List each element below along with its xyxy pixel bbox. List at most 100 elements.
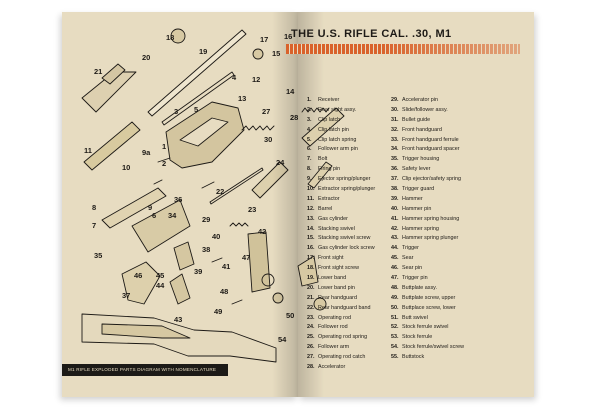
part-number: 29. — [391, 97, 399, 103]
rear-handguard-part — [81, 71, 137, 113]
list-item: 13.Gas cylinder — [307, 215, 392, 225]
part-number: 54. — [391, 344, 399, 351]
list-item: 37.Clip ejector/safety spring — [391, 175, 476, 185]
buttplate-part — [247, 231, 271, 293]
callout-label: 38 — [202, 245, 210, 254]
part-number: 30. — [391, 106, 399, 113]
list-item: 54.Stock ferrule/swivel screw — [391, 343, 476, 353]
callout-label: 40 — [212, 232, 220, 241]
part-number: 7. — [307, 156, 312, 163]
front-handguard-part — [251, 161, 289, 199]
list-item: 51.Butt swivel — [391, 314, 476, 324]
part-name: Hammer pin — [402, 205, 432, 212]
trigger-housing-part — [131, 199, 191, 253]
page-title: THE U.S. RIFLE CAL. .30, M1 — [291, 28, 452, 40]
callout-label: 54 — [278, 335, 287, 344]
part-number: 23. — [307, 314, 315, 321]
part-name: Lower band pin — [318, 284, 355, 291]
part-name: Operating rod — [318, 314, 351, 321]
part-name: Hammer — [402, 195, 423, 202]
list-item: 19.Lower band — [307, 274, 392, 284]
trigger-part — [169, 273, 191, 305]
callout-label: 30 — [264, 135, 272, 144]
part-number: 42. — [391, 225, 399, 232]
callout-label: 1 — [162, 142, 166, 151]
callout-label: 14 — [286, 87, 295, 96]
part-name: Front sight screw — [318, 265, 360, 272]
hammer-part — [173, 241, 195, 271]
part-name: Firing pin — [318, 166, 341, 173]
callout-label: 29 — [202, 215, 210, 224]
callout-label: 28 — [290, 113, 298, 122]
front-sight-part — [252, 48, 264, 60]
list-item: 49.Buttplate screw, upper — [391, 294, 476, 304]
part-name: Hammer spring plunger — [402, 235, 459, 242]
part-name: Lower band — [318, 275, 347, 282]
part-name: Rear handguard band — [318, 304, 371, 311]
list-item: 46.Sear pin — [391, 264, 476, 274]
callout-label: 12 — [252, 75, 260, 84]
list-item: 10.Extractor spring/plunger — [307, 185, 392, 195]
operating-rod-part — [161, 71, 235, 126]
diagram-caption: M1 RIFLE EXPLODED PARTS DIAGRAM WITH NOM… — [62, 364, 228, 376]
part-number: 31. — [391, 116, 399, 123]
part-number: 34. — [391, 146, 399, 153]
callout-label: 48 — [220, 287, 228, 296]
list-item: 33.Front handguard ferrule — [391, 136, 476, 146]
callout-label: 42 — [258, 227, 266, 236]
list-item: 12.Barrel — [307, 205, 392, 215]
part-number: 47. — [391, 275, 399, 282]
part-name: Operating rod spring — [318, 334, 368, 341]
left-page: 1 2 3 4 5 6 7 8 9 9a 10 11 12 13 14 15 1… — [62, 12, 298, 397]
part-name: Sear — [402, 255, 414, 262]
part-number: 5. — [307, 136, 312, 143]
pins-part — [153, 157, 243, 305]
right-page — [298, 12, 534, 397]
list-item: 53.Stock ferrule — [391, 333, 476, 343]
part-number: 35. — [391, 156, 399, 163]
callout-label: 20 — [142, 53, 150, 62]
list-item: 26.Follower arm — [307, 343, 392, 353]
part-number: 32. — [391, 126, 399, 133]
callout-label: 13 — [238, 94, 246, 103]
part-name: Buttplace screw, lower — [402, 304, 456, 311]
callout-label: 22 — [216, 187, 224, 196]
list-item: 45.Sear — [391, 254, 476, 264]
part-number: 45. — [391, 255, 399, 262]
callout-label: 10 — [122, 163, 130, 172]
callout-label: 37 — [122, 291, 130, 300]
callout-label: 44 — [156, 281, 165, 290]
part-name: Hammer spring — [402, 225, 439, 232]
list-item: 7.Bolt — [307, 155, 392, 165]
part-number: 28. — [307, 364, 315, 371]
rear-handguard-band-part — [101, 63, 126, 85]
hammer-spring-part — [229, 222, 249, 227]
part-number: 43. — [391, 235, 399, 242]
list-item: 9.Ejector spring/plunger — [307, 175, 392, 185]
part-name: Bullet guide — [402, 116, 431, 123]
part-number: 44. — [391, 245, 399, 252]
part-number: 10. — [307, 186, 315, 193]
part-number: 3. — [307, 116, 312, 123]
list-item: 11.Extractor — [307, 195, 392, 205]
part-number: 55. — [391, 354, 399, 361]
list-item: 41.Hammer spring housing — [391, 215, 476, 225]
list-item: 5.Clip latch spring — [307, 136, 392, 146]
list-item: 34.Front handguard spacer — [391, 145, 476, 155]
part-number: 9. — [307, 176, 312, 183]
list-item: 43.Hammer spring plunger — [391, 234, 476, 244]
part-name: Front handguard — [402, 126, 442, 133]
part-number: 14. — [307, 225, 315, 232]
part-name: Stock ferrule — [402, 334, 433, 341]
part-number: 50. — [391, 304, 399, 311]
callout-label: 8 — [92, 203, 96, 212]
part-name: Buttplate assy. — [402, 284, 437, 291]
list-item: 8.Firing pin — [307, 165, 392, 175]
callout-label: 6 — [152, 211, 156, 220]
part-name: Gas cylinder lock screw — [318, 245, 375, 252]
list-item: 50.Buttplace screw, lower — [391, 304, 476, 314]
callout-label: 50 — [286, 311, 294, 320]
list-item: 24.Follower rod — [307, 323, 392, 333]
part-name: Follower rod — [318, 324, 348, 331]
part-name: Buttplate screw, upper — [402, 294, 456, 301]
